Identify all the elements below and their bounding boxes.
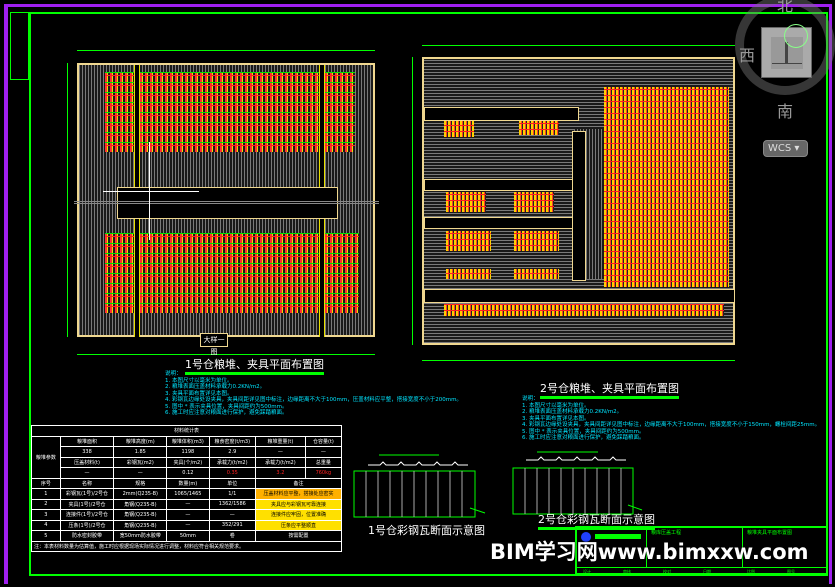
- drawing-border-purple: [4, 4, 832, 584]
- wcs-button[interactable]: WCS ▾: [763, 140, 808, 157]
- plan1-notes: 说明：1. 本图尺寸以毫米为单位。2. 粮堆表面压盖材料承载力0.2KN/m2。…: [165, 371, 462, 416]
- section-diagrams: [353, 451, 643, 518]
- compass-south[interactable]: 南: [777, 102, 794, 121]
- clamp-grid-lower: [105, 233, 359, 313]
- title-block: 粮库压盖工程 粮堆夹具平面布置图 设计 审核 校对 日期 比例 图号: [575, 526, 828, 575]
- watermark: BIM学习网www.bimxxw.com: [490, 540, 809, 564]
- titleblock-drawing: 粮堆夹具平面布置图: [747, 530, 793, 536]
- clamp-grid-upper: [105, 72, 355, 152]
- material-table: 材料统计表 粮堆参数粮堆面积粮堆高度(m)粮堆体积(m3)粮食密度(t/m3)粮…: [31, 425, 343, 552]
- clamp-grid-right: [604, 87, 729, 287]
- viewcube[interactable]: 北 西 南 WCS ▾: [727, 0, 835, 165]
- section1-title: 1号仓彩钢瓦断面示意图: [368, 524, 485, 537]
- compass-west[interactable]: 西: [739, 46, 756, 65]
- plan2-notes: 说明：1. 本图尺寸以毫米为单位。2. 粮堆表面压盖材料承载力0.2KN/m2。…: [522, 396, 821, 441]
- plan2-title: 2号仓粮堆、夹具平面布置图: [540, 380, 679, 399]
- detail-label: 大样一图: [200, 333, 228, 356]
- plan1-title: 1号仓粮堆、夹具平面布置图: [185, 356, 324, 375]
- viewcube-top-face[interactable]: [761, 24, 812, 78]
- plan2-drawing[interactable]: [422, 57, 735, 345]
- plan1-drawing[interactable]: [74, 63, 379, 337]
- section2-title: 2号仓彩钢瓦断面示意图: [538, 511, 655, 530]
- titleblock-project: 粮库压盖工程: [651, 530, 682, 536]
- compass-north[interactable]: 北: [777, 0, 794, 15]
- side-title-strip: [10, 12, 29, 80]
- drawing-frame: [29, 12, 828, 576]
